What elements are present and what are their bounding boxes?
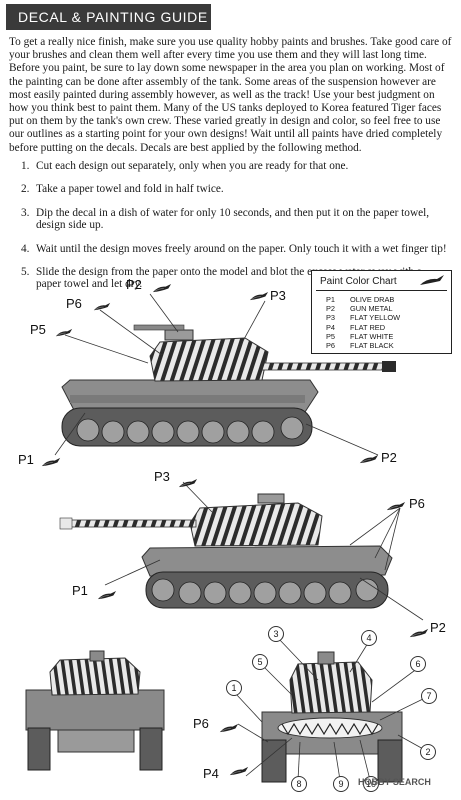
step-item: 2. Take a paper towel and fold in half tw… bbox=[9, 183, 449, 195]
callout-label: P6 bbox=[193, 716, 209, 731]
chart-row: P5 FLAT WHITE bbox=[326, 332, 400, 341]
step-item: 3. Dip the decal in a dish of water for o… bbox=[9, 207, 449, 232]
step-item: 4. Wait until the design moves freely aro… bbox=[9, 243, 449, 255]
number-marker: 5 bbox=[252, 654, 268, 670]
decal-steps-list: 1. Cut each design out separately, only w… bbox=[9, 160, 449, 302]
tank-front-view-2 bbox=[235, 637, 426, 783]
number-marker: 9 bbox=[333, 776, 349, 792]
paint-name: FLAT BLACK bbox=[350, 341, 394, 351]
chart-row: P2 GUN METAL bbox=[326, 304, 400, 313]
callout-label: P1 bbox=[72, 583, 88, 598]
number-marker: 1 bbox=[226, 680, 242, 696]
tank-front-view-1 bbox=[25, 650, 165, 771]
number-marker: 7 bbox=[421, 688, 437, 704]
chart-row: P4 FLAT RED bbox=[326, 323, 400, 332]
callout-label: P6 bbox=[66, 296, 82, 311]
number-marker: 10 bbox=[363, 776, 379, 792]
callout-label: P1 bbox=[18, 452, 34, 467]
paint-name: FLAT YELLOW bbox=[350, 313, 401, 323]
brush-icon bbox=[420, 275, 444, 285]
paint-color-chart: Paint Color Chart P1 OLIVE DRAB P2 GUN MET… bbox=[311, 270, 452, 354]
step-text: Take a paper towel and fold in half twic… bbox=[36, 183, 224, 196]
callout-label: P2 bbox=[126, 277, 142, 292]
step-number: 3. bbox=[21, 206, 30, 219]
callout-label: P4 bbox=[203, 766, 219, 781]
paint-code: P2 bbox=[326, 304, 336, 314]
number-marker: 2 bbox=[420, 744, 436, 760]
step-text: Cut each design out separately, only whe… bbox=[36, 160, 349, 172]
paint-name: FLAT RED bbox=[350, 322, 386, 332]
chart-row: P3 FLAT YELLOW bbox=[326, 313, 400, 322]
step-number: 5. bbox=[21, 266, 30, 279]
number-marker: 3 bbox=[268, 626, 284, 642]
callout-label: P5 bbox=[30, 322, 46, 337]
chart-row: P6 FLAT BLACK bbox=[326, 341, 400, 350]
number-marker: 6 bbox=[410, 656, 426, 672]
number-marker: 4 bbox=[361, 630, 377, 646]
number-marker: 8 bbox=[291, 776, 307, 792]
paint-name: GUN METAL bbox=[350, 304, 393, 314]
callout-label: P2 bbox=[381, 450, 397, 465]
step-text: Wait until the design moves freely aroun… bbox=[36, 242, 447, 255]
tank-side-view-1 bbox=[54, 293, 396, 456]
step-text: Dip the decal in a dish of water for onl… bbox=[36, 206, 430, 232]
callout-label: P3 bbox=[154, 469, 170, 484]
paint-code: P3 bbox=[326, 313, 336, 323]
chart-row: P1 OLIVE DRAB bbox=[326, 295, 400, 304]
tank-side-view-2 bbox=[59, 481, 424, 621]
chart-divider bbox=[316, 290, 447, 291]
callout-label: P6 bbox=[409, 496, 425, 511]
step-number: 1. bbox=[21, 160, 30, 172]
intro-paragraph: To get a really nice finish, make sure y… bbox=[9, 36, 452, 154]
watermark: HOBBY SEARCH bbox=[358, 777, 431, 787]
callout-label: P3 bbox=[270, 288, 286, 303]
chart-title: Paint Color Chart bbox=[320, 276, 397, 287]
page-title: DECAL & PAINTING GUIDE bbox=[6, 4, 211, 30]
paint-code: P5 bbox=[326, 331, 336, 341]
chart-rows: P1 OLIVE DRAB P2 GUN METAL P3 FLAT YELLOW P… bbox=[326, 295, 400, 350]
paint-code: P6 bbox=[326, 341, 336, 351]
paint-name: FLAT WHITE bbox=[350, 331, 394, 341]
step-item: 1. Cut each design out separately, only w… bbox=[9, 160, 449, 172]
callout-label: P2 bbox=[430, 620, 446, 635]
step-number: 4. bbox=[21, 242, 30, 255]
step-number: 2. bbox=[21, 183, 30, 196]
paint-code: P4 bbox=[326, 322, 336, 332]
paint-name: OLIVE DRAB bbox=[350, 295, 395, 304]
paint-code: P1 bbox=[326, 295, 336, 304]
